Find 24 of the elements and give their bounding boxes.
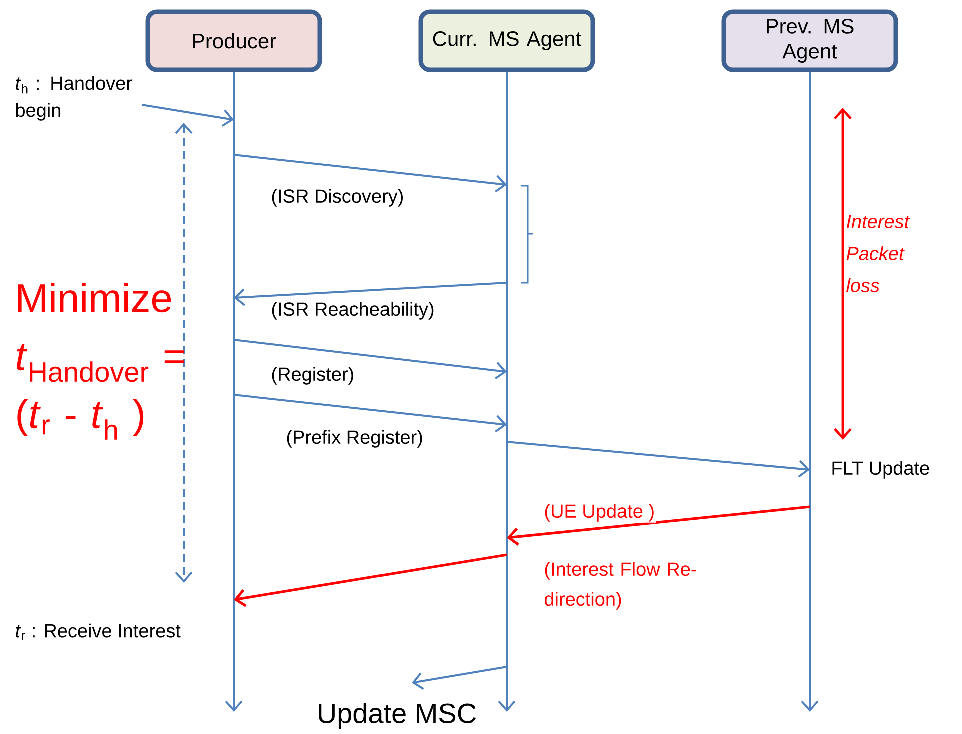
message-arrow [412, 666, 508, 690]
event-text: t$_{h}$ : Handover begin [16, 76, 132, 121]
participant-box: Curr. MS Agent [418, 10, 596, 72]
message-arrow [234, 554, 508, 608]
event-text: t$_{r}$ : Receive Interest [16, 624, 181, 640]
edge-label: (Register) [272, 367, 354, 385]
message-arrow [142, 104, 234, 128]
edge-label: (ISR Discovery) [272, 189, 403, 207]
edge-label: (Interest Flow Re-direction) [545, 562, 696, 610]
message-arrow [234, 394, 507, 433]
message-arrow [507, 506, 810, 546]
event-text: FLT Update [832, 461, 930, 479]
participant-box: Producer [146, 10, 322, 72]
message-arrow [234, 339, 507, 380]
participant-box: Prev. MS Agent [722, 10, 898, 72]
edge-label: (UE Update ) [545, 504, 654, 522]
message-arrow [506, 441, 810, 478]
edge-label: (Prefix Register) [287, 430, 422, 448]
note-text: Interest Packet loss [846, 215, 910, 292]
caption: Update MSC [319, 702, 476, 730]
message-arrow [234, 282, 508, 306]
formula-text: Minimize t$_{Handover}$ = (t$_{r}$ - t$_{h}$ ) [17, 283, 184, 440]
edge-label: (ISR Reacheability) [272, 302, 434, 320]
message-arrow [234, 154, 507, 193]
